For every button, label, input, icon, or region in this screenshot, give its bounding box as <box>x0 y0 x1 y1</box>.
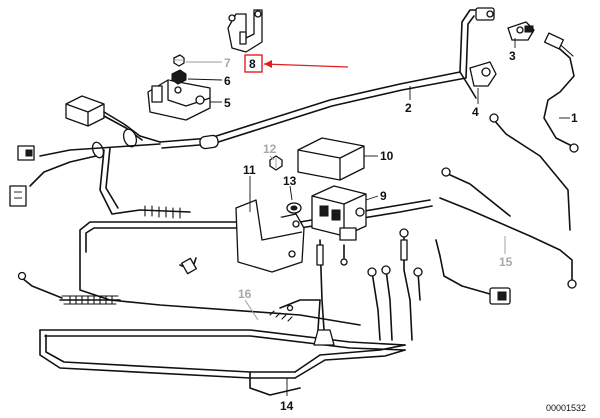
callout-labels: 1 2 3 4 5 6 7 8 9 10 11 12 13 14 15 16 <box>224 49 578 413</box>
fuse-holder-9 <box>311 185 367 241</box>
main-harness-14 <box>17 199 433 396</box>
bracket-8 <box>227 9 263 53</box>
callout-14: 14 <box>280 399 294 413</box>
ground-cable-15 <box>435 113 577 305</box>
callout-2: 2 <box>405 101 412 115</box>
highlight-part-8 <box>244 54 349 73</box>
cable-1 <box>543 32 579 153</box>
grommet-13 <box>286 202 302 214</box>
callout-16: 16 <box>238 287 252 301</box>
callout-13: 13 <box>283 174 297 188</box>
leader-lines <box>186 38 570 396</box>
bracket-11 <box>235 199 305 273</box>
callout-15: 15 <box>499 255 513 269</box>
nut-7 <box>173 54 185 67</box>
callout-10: 10 <box>380 149 394 163</box>
battery-cable-2 <box>159 7 497 150</box>
junction-block-5 <box>147 79 211 121</box>
cover-10 <box>297 137 365 181</box>
callout-7: 7 <box>224 56 231 70</box>
callout-11: 11 <box>243 163 256 177</box>
callout-8: 8 <box>249 57 256 71</box>
callout-6: 6 <box>224 74 231 88</box>
harness-branches <box>179 228 423 346</box>
callout-1: 1 <box>571 111 578 125</box>
catalog-number: 00001532 <box>546 403 586 413</box>
terminal-clamp-3 <box>507 21 535 41</box>
left-connectors <box>9 95 161 215</box>
callout-3: 3 <box>509 49 516 63</box>
callout-5: 5 <box>224 96 231 110</box>
callout-9: 9 <box>380 189 387 203</box>
nut-6 <box>171 69 187 85</box>
callout-4: 4 <box>472 105 479 119</box>
callout-12: 12 <box>263 142 277 156</box>
